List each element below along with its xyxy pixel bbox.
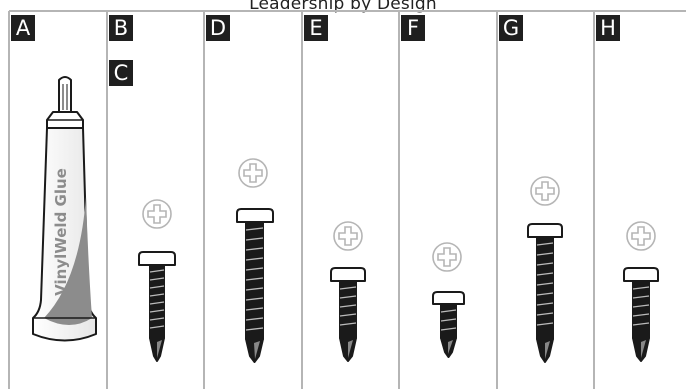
- screw-icon: [138, 251, 176, 362]
- phillips-head-icon: [333, 221, 363, 251]
- phillips-head-icon: [432, 242, 462, 272]
- thread-ridges: [149, 227, 650, 331]
- label-g: G: [499, 15, 523, 41]
- screw-icon: [432, 291, 465, 358]
- phillips-head-icon: [142, 199, 172, 229]
- label-a: A: [11, 15, 35, 41]
- phillips-head-icon: [530, 176, 560, 206]
- label-f: F: [401, 15, 425, 41]
- panel-grid: [8, 10, 686, 389]
- label-b: B: [109, 15, 133, 41]
- label-d: D: [206, 15, 230, 41]
- label-c: C: [109, 60, 133, 86]
- label-e: E: [304, 15, 328, 41]
- screw-icon: [236, 208, 274, 363]
- screw-icon: [527, 223, 563, 363]
- label-h: H: [596, 15, 620, 41]
- tube-label: VinylWeld Glue: [52, 168, 70, 296]
- screws: [138, 208, 659, 363]
- phillips-head-icon: [238, 158, 268, 188]
- glue-tube-icon: [32, 76, 97, 342]
- phillips-head-icon: [626, 221, 656, 251]
- phillips-head-markers: [142, 158, 656, 272]
